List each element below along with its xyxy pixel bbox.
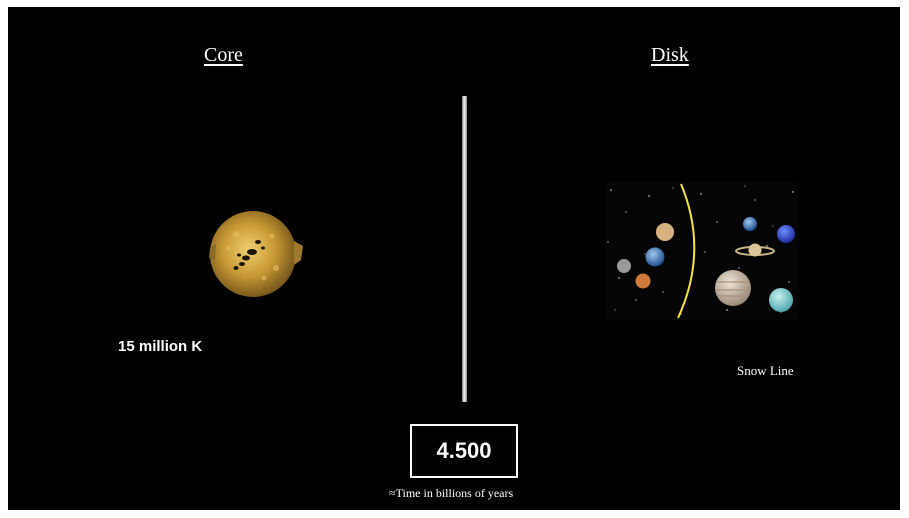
slide: Core Disk 15 m [8, 7, 900, 510]
core-temperature: 15 million K [118, 338, 203, 355]
disk-heading: Disk [651, 44, 689, 66]
sun-image [209, 211, 303, 297]
divider-bar [462, 96, 467, 402]
time-counter: 4.500 [410, 424, 518, 478]
time-caption: ≈Time in billions of years [389, 486, 514, 500]
core-heading: Core [204, 44, 243, 66]
snow-line-label: Snow Line [737, 363, 794, 378]
time-counter-value: 4.500 [436, 438, 492, 463]
solar-system-planets-image [605, 182, 798, 320]
